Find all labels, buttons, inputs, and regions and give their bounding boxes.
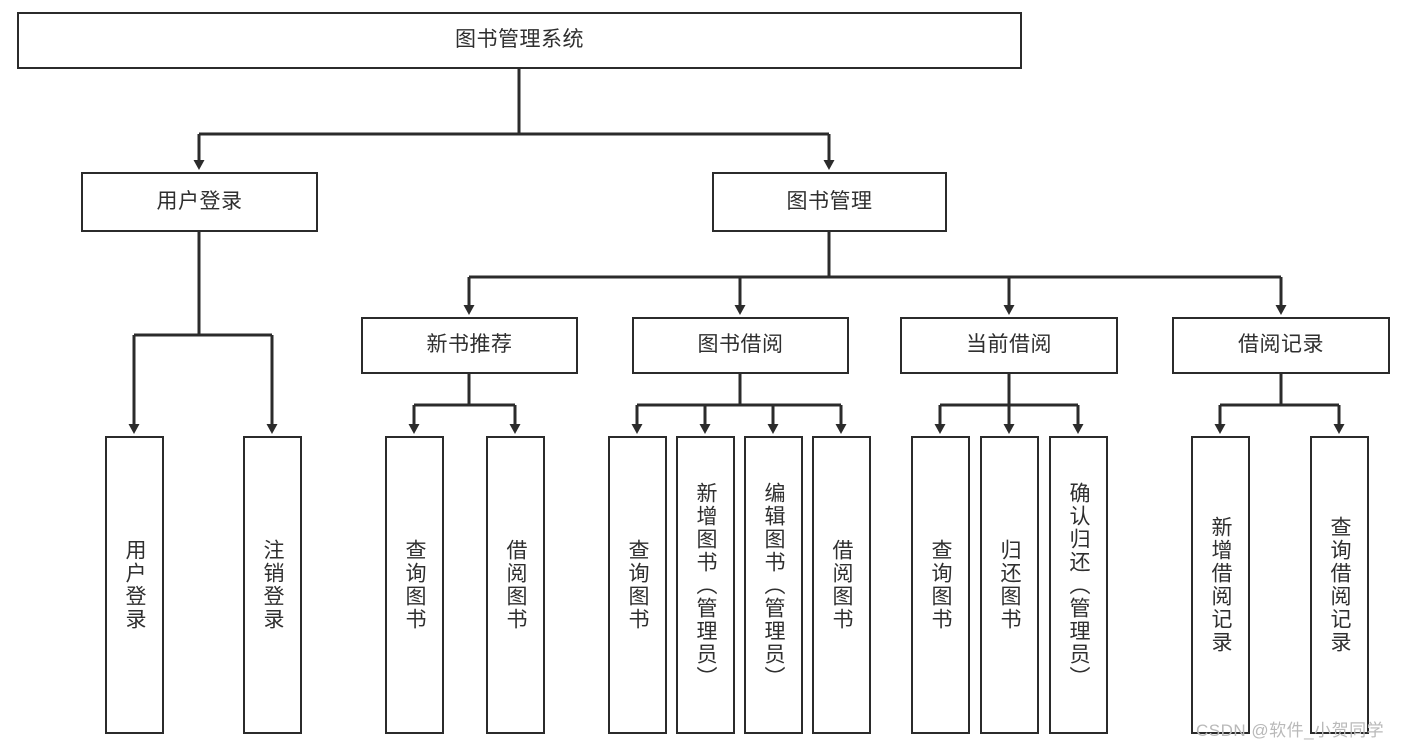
node-new-book-recommendation[interactable]: 新书推荐 [361,317,578,374]
node-user-login-label: 用户登录 [156,189,243,213]
node-leaf-user-logout-label: 注销登录 [261,539,284,631]
node-leaf-query-books-current[interactable]: 查询图书 [911,436,970,734]
node-current-borrowing[interactable]: 当前借阅 [900,317,1118,374]
node-book-borrowing[interactable]: 图书借阅 [632,317,849,374]
node-current-borrowing-label: 当前借阅 [966,333,1052,357]
node-book-management[interactable]: 图书管理 [712,172,947,232]
node-leaf-user-login[interactable]: 用户登录 [105,436,164,734]
node-leaf-query-books-current-label: 查询图书 [929,539,952,631]
node-root-book-management-system[interactable]: 图书管理系统 [17,12,1022,69]
node-root-book-management-system-label: 图书管理系统 [455,28,584,52]
node-leaf-edit-book-admin[interactable]: 编辑图书（管理员） [744,436,803,734]
node-leaf-query-books-borrowing-label: 查询图书 [626,539,649,631]
node-leaf-return-books-label: 归还图书 [998,539,1021,631]
node-leaf-query-borrowing-record[interactable]: 查询借阅记录 [1310,436,1369,734]
node-leaf-add-book-admin[interactable]: 新增图书（管理员） [676,436,735,734]
node-leaf-add-book-admin-label: 新增图书（管理员） [694,481,717,689]
node-leaf-edit-book-admin-label: 编辑图书（管理员） [762,481,785,689]
node-borrowing-records-label: 借阅记录 [1238,333,1324,357]
node-leaf-borrow-books-recommendation-label: 借阅图书 [504,539,527,631]
node-leaf-confirm-return-admin[interactable]: 确认归还（管理员） [1049,436,1108,734]
node-leaf-borrow-books-recommendation[interactable]: 借阅图书 [486,436,545,734]
node-book-borrowing-label: 图书借阅 [697,333,784,357]
node-leaf-add-borrowing-record-label: 新增借阅记录 [1209,516,1232,654]
watermark-label: CSDN @软件_小贺同学 [1196,721,1385,740]
node-leaf-confirm-return-admin-label: 确认归还（管理员） [1067,481,1090,689]
node-leaf-user-logout[interactable]: 注销登录 [243,436,302,734]
node-leaf-query-borrowing-record-label: 查询借阅记录 [1328,516,1351,654]
node-leaf-user-login-label: 用户登录 [123,539,146,631]
node-book-management-label: 图书管理 [786,189,873,213]
node-leaf-borrow-books-borrowing-label: 借阅图书 [830,539,853,631]
node-leaf-add-borrowing-record[interactable]: 新增借阅记录 [1191,436,1250,734]
node-borrowing-records[interactable]: 借阅记录 [1172,317,1390,374]
node-leaf-query-books-recommendation-label: 查询图书 [403,539,426,631]
node-leaf-query-books-recommendation[interactable]: 查询图书 [385,436,444,734]
node-new-book-recommendation-label: 新书推荐 [426,333,513,357]
node-leaf-return-books[interactable]: 归还图书 [980,436,1039,734]
node-leaf-query-books-borrowing[interactable]: 查询图书 [608,436,667,734]
node-user-login[interactable]: 用户登录 [81,172,318,232]
node-leaf-borrow-books-borrowing[interactable]: 借阅图书 [812,436,871,734]
